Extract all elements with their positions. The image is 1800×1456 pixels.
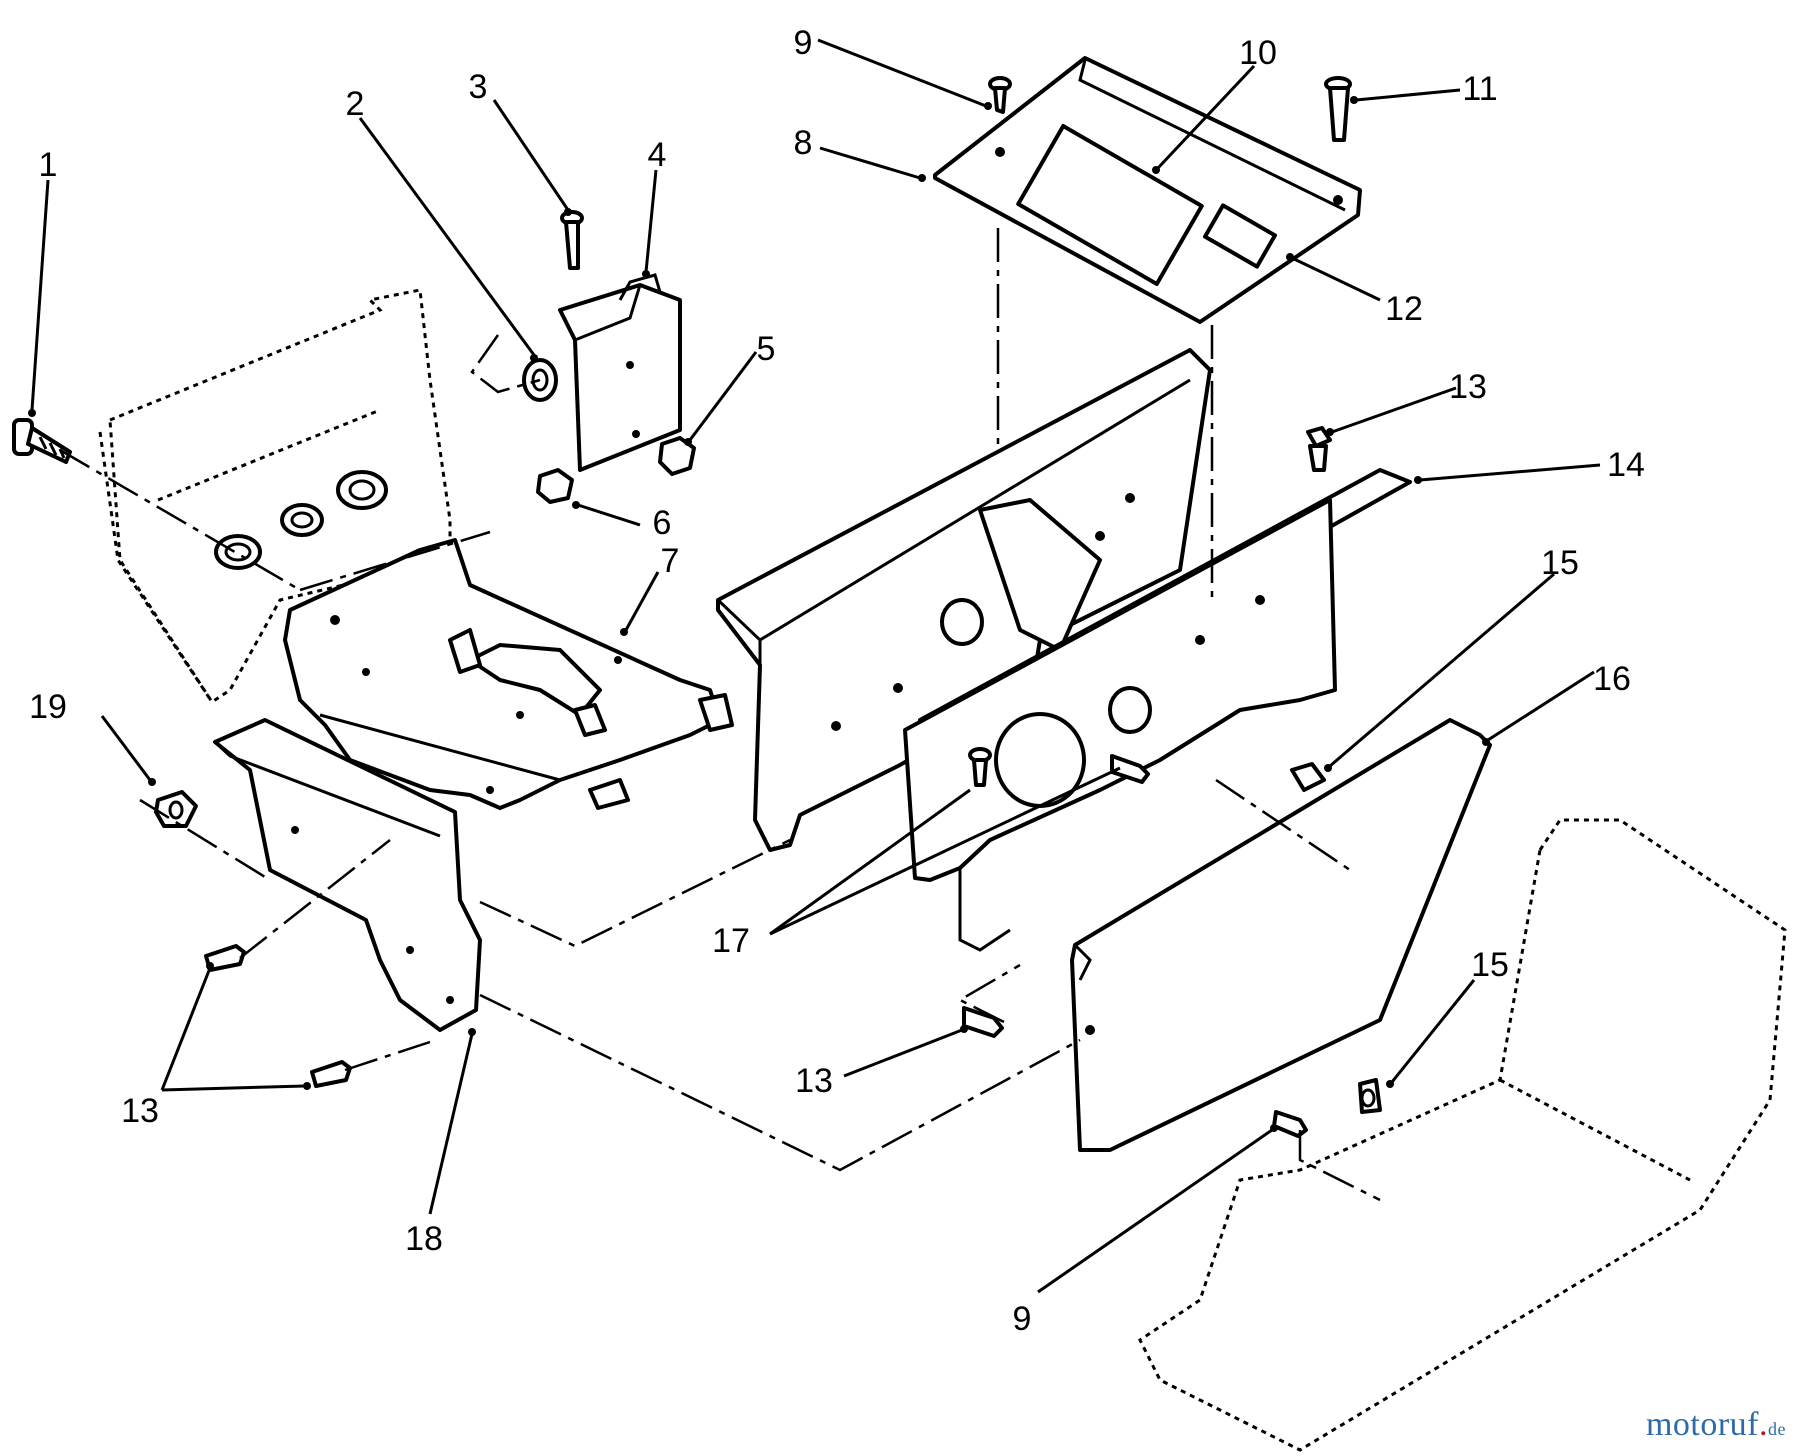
callout-18: 18 <box>405 1220 443 1258</box>
callout-13-mid: 13 <box>795 1062 833 1100</box>
callout-12: 12 <box>1385 290 1423 328</box>
clip-part-15-bottom <box>1358 1078 1382 1114</box>
callout-9-top: 9 <box>794 24 813 62</box>
bolt-part-13-left-b <box>310 1060 352 1088</box>
assembly-lines <box>59 228 1381 1202</box>
screw-part-9-top <box>988 76 1012 114</box>
callout-7: 7 <box>661 542 680 580</box>
callout-1: 1 <box>39 146 58 184</box>
callout-8: 8 <box>794 124 813 162</box>
callout-15-bottom: 15 <box>1471 946 1509 984</box>
screw-part-9-bottom <box>1272 1110 1308 1138</box>
watermark-tld: de <box>1768 1419 1786 1439</box>
decal-part-12 <box>1203 203 1277 269</box>
nut-part-6 <box>536 468 574 504</box>
base-plate-part-7 <box>283 538 734 810</box>
screw-part-11 <box>1324 76 1352 142</box>
callout-13-top: 13 <box>1449 368 1487 406</box>
callout-4: 4 <box>648 136 667 174</box>
clip-part-19 <box>154 790 198 828</box>
callout-17: 17 <box>712 922 750 960</box>
console-frame <box>716 348 1212 852</box>
side-panel-part-16 <box>1070 718 1492 1152</box>
callout-6: 6 <box>653 504 672 542</box>
callout-9-bottom: 9 <box>1013 1300 1032 1338</box>
callout-2: 2 <box>346 85 365 123</box>
callout-10: 10 <box>1239 34 1277 72</box>
callout-11: 11 <box>1462 70 1497 108</box>
dashed-panel-left <box>98 288 452 705</box>
callout-15-top: 15 <box>1541 544 1579 582</box>
watermark-brand: motoruf <box>1645 1406 1759 1443</box>
bracket-part-4 <box>558 273 682 472</box>
bolt-part-13-mid <box>962 1006 1004 1038</box>
callout-14: 14 <box>1607 446 1645 484</box>
callout-5: 5 <box>757 330 776 368</box>
watermark-logo: motoruf.de <box>1646 1406 1786 1444</box>
bolt-part-1 <box>12 418 72 464</box>
callout-labels: 1 2 3 4 5 6 7 8 9 10 11 12 13 14 15 16 1… <box>29 24 1645 1338</box>
bolt-part-13-top <box>1306 426 1332 472</box>
bolt-part-17-b <box>1110 754 1150 784</box>
callout-3: 3 <box>469 68 488 106</box>
callout-13-left: 13 <box>121 1092 159 1130</box>
nut-part-5 <box>658 436 696 476</box>
watermark-dot: . <box>1759 1406 1768 1443</box>
dashed-panel-right <box>1138 818 1787 1452</box>
bolt-part-17-a <box>968 747 992 787</box>
leader-lines <box>28 38 1601 1294</box>
callout-16: 16 <box>1593 660 1631 698</box>
clip-part-15-top <box>1290 762 1326 792</box>
screw-part-3 <box>560 210 584 270</box>
callout-19: 19 <box>29 688 67 726</box>
